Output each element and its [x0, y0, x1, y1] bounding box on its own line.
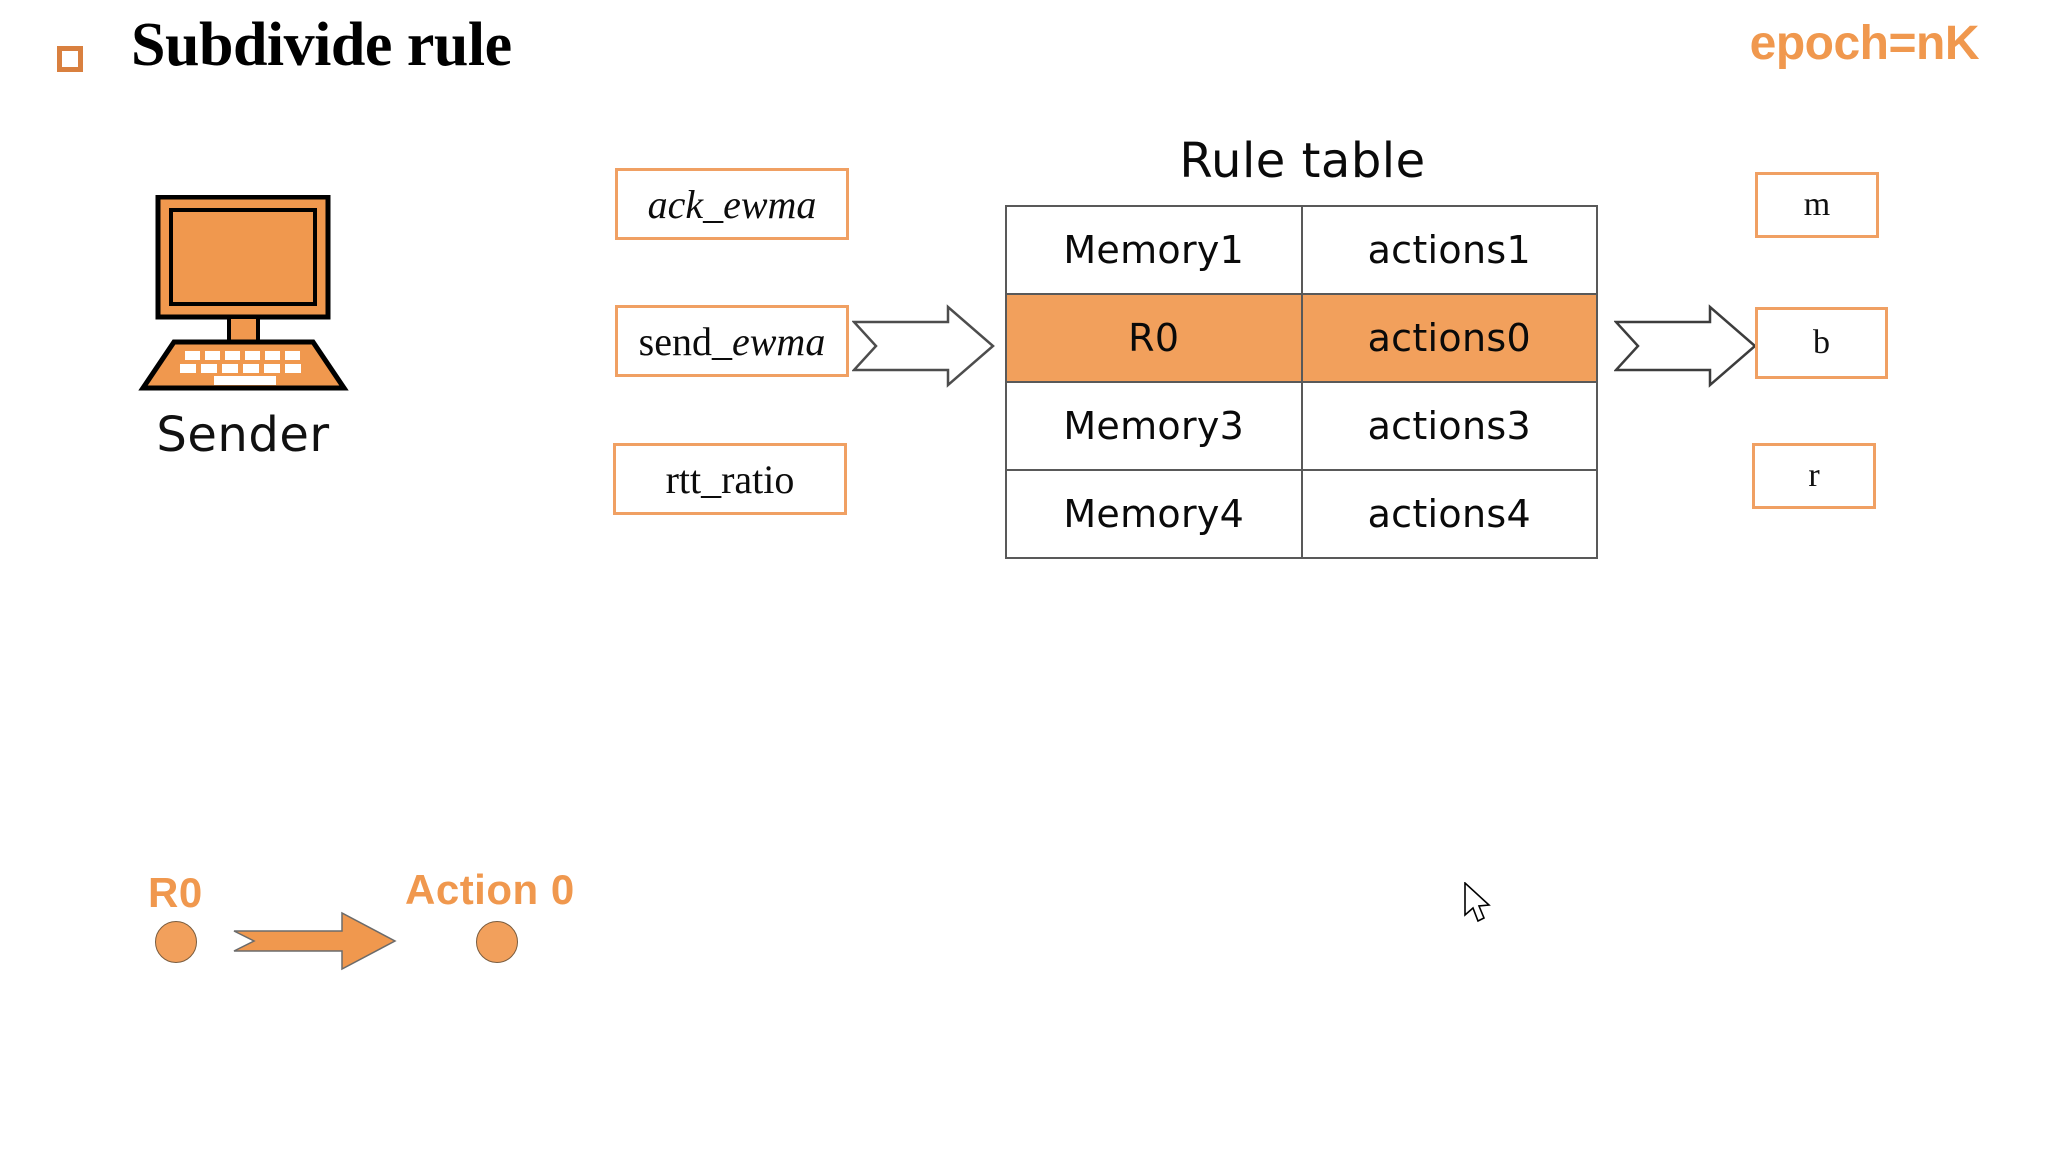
cell-actions[interactable]: actions4: [1300, 469, 1598, 559]
cell-actions[interactable]: actions3: [1300, 381, 1598, 471]
rule-table-title: Rule table: [1179, 133, 1426, 189]
cell-actions[interactable]: actions1: [1300, 205, 1598, 295]
feature-prefix: send_: [638, 318, 732, 364]
rule-table: Memory1 actions1 R0 actions0 Memory3 act…: [1005, 205, 1598, 559]
square-bullet-icon: [57, 46, 83, 72]
feature-box-send-ewma: send_ewma: [615, 305, 849, 377]
mapping-source-dot: [155, 921, 197, 963]
feature-italic: ack_ewma: [647, 181, 817, 227]
sender-group: Sender: [130, 195, 390, 525]
feature-italic: ewma: [732, 318, 826, 364]
mapping-target-dot: [476, 921, 518, 963]
feature-prefix: rtt_ratio: [665, 456, 795, 502]
output-box-m: m: [1755, 172, 1879, 238]
desktop-computer-icon: [138, 195, 349, 391]
feature-box-rtt-ratio: rtt_ratio: [613, 443, 847, 515]
mapping-target-label: Action 0: [405, 866, 575, 913]
cell-memory[interactable]: Memory3: [1005, 381, 1303, 471]
output-box-b: b: [1755, 307, 1888, 379]
table-row[interactable]: Memory4 actions4: [1005, 469, 1598, 559]
feature-box-ack-ewma: ack_ewma: [615, 168, 849, 240]
cell-memory[interactable]: Memory1: [1005, 205, 1303, 295]
table-row[interactable]: Memory1 actions1: [1005, 205, 1598, 295]
solid-arrow-right-icon: [233, 911, 397, 971]
page-title: Subdivide rule: [131, 11, 512, 79]
table-row[interactable]: Memory3 actions3: [1005, 381, 1598, 471]
epoch-label: epoch=nK: [1749, 17, 1980, 70]
output-box-r: r: [1752, 443, 1876, 509]
sender-label: Sender: [156, 407, 330, 463]
mapping-source-label: R0: [148, 869, 203, 916]
cell-memory[interactable]: Memory4: [1005, 469, 1303, 559]
cell-memory[interactable]: R0: [1005, 293, 1303, 383]
cell-actions[interactable]: actions0: [1300, 293, 1598, 383]
block-arrow-right-icon: [852, 304, 995, 388]
block-arrow-right-icon: [1614, 304, 1757, 388]
mouse-pointer-icon: [1464, 882, 1491, 923]
table-row-highlighted[interactable]: R0 actions0: [1005, 293, 1598, 383]
